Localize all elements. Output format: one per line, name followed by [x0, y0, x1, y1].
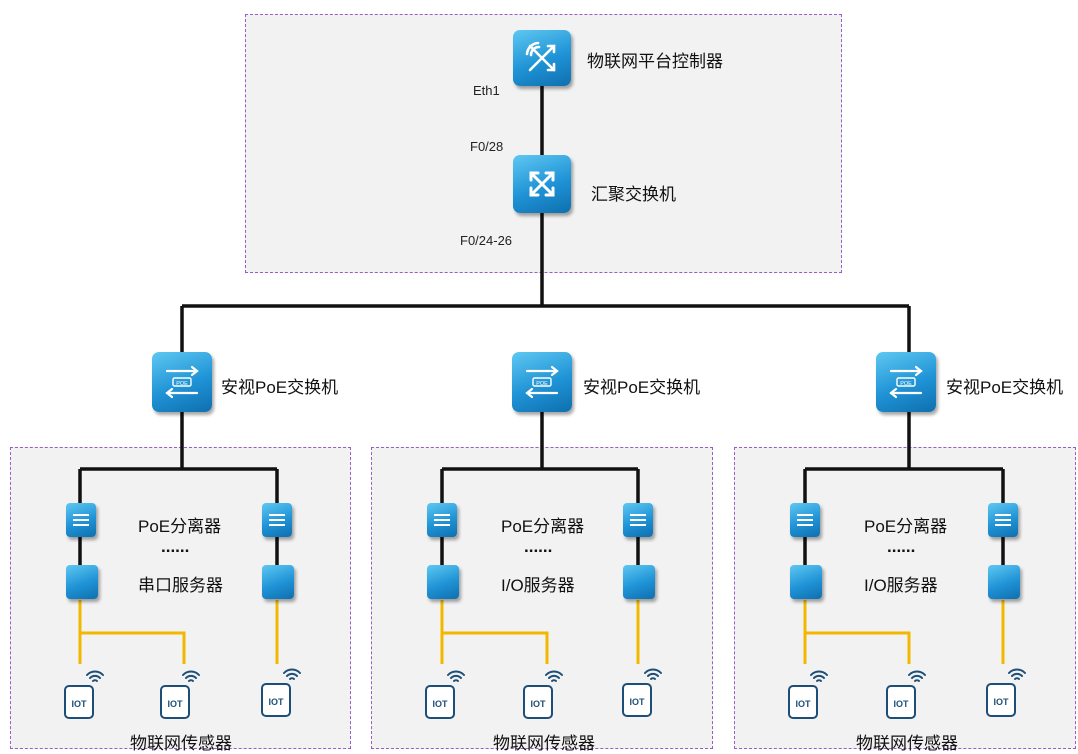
aggregation-cross-arrows-icon	[529, 171, 555, 197]
poe-switch-icon-3[interactable]: POE	[876, 352, 936, 412]
iot-sensor-icon-2c[interactable]: IOT	[622, 683, 652, 717]
port-f02426-label: F0/24-26	[460, 233, 513, 248]
poe-badge-text: POE	[536, 381, 548, 387]
wifi-icon	[283, 668, 301, 680]
iot-sensor-icon-3a[interactable]: IOT	[788, 685, 818, 719]
sensor-link-3a	[803, 600, 911, 664]
poe-switch-label-1: 安视PoE交换机	[221, 378, 339, 397]
iot-sensor-icon-1a[interactable]: IOT	[64, 685, 94, 719]
iot-sensor-icon-1c[interactable]: IOT	[261, 683, 291, 717]
poe-switch-glyph-icon: POE	[889, 365, 923, 399]
io-server-icon-2a[interactable]	[427, 565, 459, 599]
io-server-icon-3a[interactable]	[790, 565, 822, 599]
wifi-icon	[447, 670, 465, 682]
io-server-icon-3b[interactable]	[988, 565, 1020, 599]
iot-sensor-icon-2a[interactable]: IOT	[425, 685, 455, 719]
poe-splitter-icon-2b[interactable]	[623, 503, 653, 537]
port-f028-label: F0/28	[470, 139, 504, 154]
iot-sensor-icon-1b[interactable]: IOT	[160, 685, 190, 719]
server-label-2: I/O服务器	[501, 576, 575, 595]
aggregation-label: 汇聚交换机	[591, 185, 676, 204]
controller-glyph-icon	[525, 41, 556, 72]
dots-label-1: ......	[161, 537, 190, 556]
poe-splitter-icon-2a[interactable]	[427, 503, 457, 537]
splitter-lines-icon	[797, 514, 813, 526]
poe-splitter-icon-3b[interactable]	[988, 503, 1018, 537]
wifi-icon	[644, 668, 662, 680]
io-server-icon-2b[interactable]	[623, 565, 655, 599]
poe-switch-glyph-icon: POE	[165, 365, 199, 399]
controller-label: 物联网平台控制器	[587, 52, 723, 71]
splitter-lines-icon	[630, 514, 646, 526]
sensor-label-3: 物联网传感器	[856, 734, 958, 753]
serial-server-icon-1b[interactable]	[262, 565, 294, 599]
dots-label-2: ......	[524, 537, 553, 556]
splitter-label-1: PoE分离器	[138, 517, 222, 536]
wifi-icon	[182, 670, 200, 682]
splitter-lines-icon	[73, 514, 89, 526]
poe-badge-text: POE	[900, 381, 912, 387]
wifi-icon	[908, 670, 926, 682]
sensor-label-1: 物联网传感器	[130, 734, 232, 753]
server-label-3: I/O服务器	[864, 576, 938, 595]
wifi-icon	[810, 670, 828, 682]
poe-splitter-icon-1a[interactable]	[66, 503, 96, 537]
iot-platform-controller-icon[interactable]	[513, 30, 571, 86]
wifi-icon	[86, 670, 104, 682]
dots-label-3: ......	[887, 537, 916, 556]
poe-badge-text: POE	[176, 381, 188, 387]
serial-server-icon-1a[interactable]	[66, 565, 98, 599]
sensor-link-1a	[78, 600, 186, 664]
poe-switch-label-3: 安视PoE交换机	[946, 378, 1064, 397]
poe-switch-glyph-icon: POE	[525, 365, 559, 399]
wifi-icon	[545, 670, 563, 682]
port-eth1-label: Eth1	[473, 83, 500, 98]
poe-switch-icon-2[interactable]: POE	[512, 352, 572, 412]
splitter-label-3: PoE分离器	[864, 517, 948, 536]
iot-sensor-icon-3b[interactable]: IOT	[886, 685, 916, 719]
sensor-link-2a	[440, 600, 549, 664]
splitter-lines-icon	[995, 514, 1011, 526]
sensor-label-2: 物联网传感器	[493, 734, 595, 753]
poe-switch-icon-1[interactable]: POE	[152, 352, 212, 412]
poe-splitter-icon-3a[interactable]	[790, 503, 820, 537]
server-label-1: 串口服务器	[138, 576, 223, 595]
aggregation-switch-icon[interactable]	[513, 155, 571, 213]
iot-sensor-icon-2b[interactable]: IOT	[523, 685, 553, 719]
splitter-label-2: PoE分离器	[501, 517, 585, 536]
iot-sensor-icon-3c[interactable]: IOT	[986, 683, 1016, 717]
wifi-icon	[1008, 668, 1026, 680]
splitter-lines-icon	[269, 514, 285, 526]
splitter-lines-icon	[434, 514, 450, 526]
poe-switch-label-2: 安视PoE交换机	[583, 378, 701, 397]
poe-splitter-icon-1b[interactable]	[262, 503, 292, 537]
